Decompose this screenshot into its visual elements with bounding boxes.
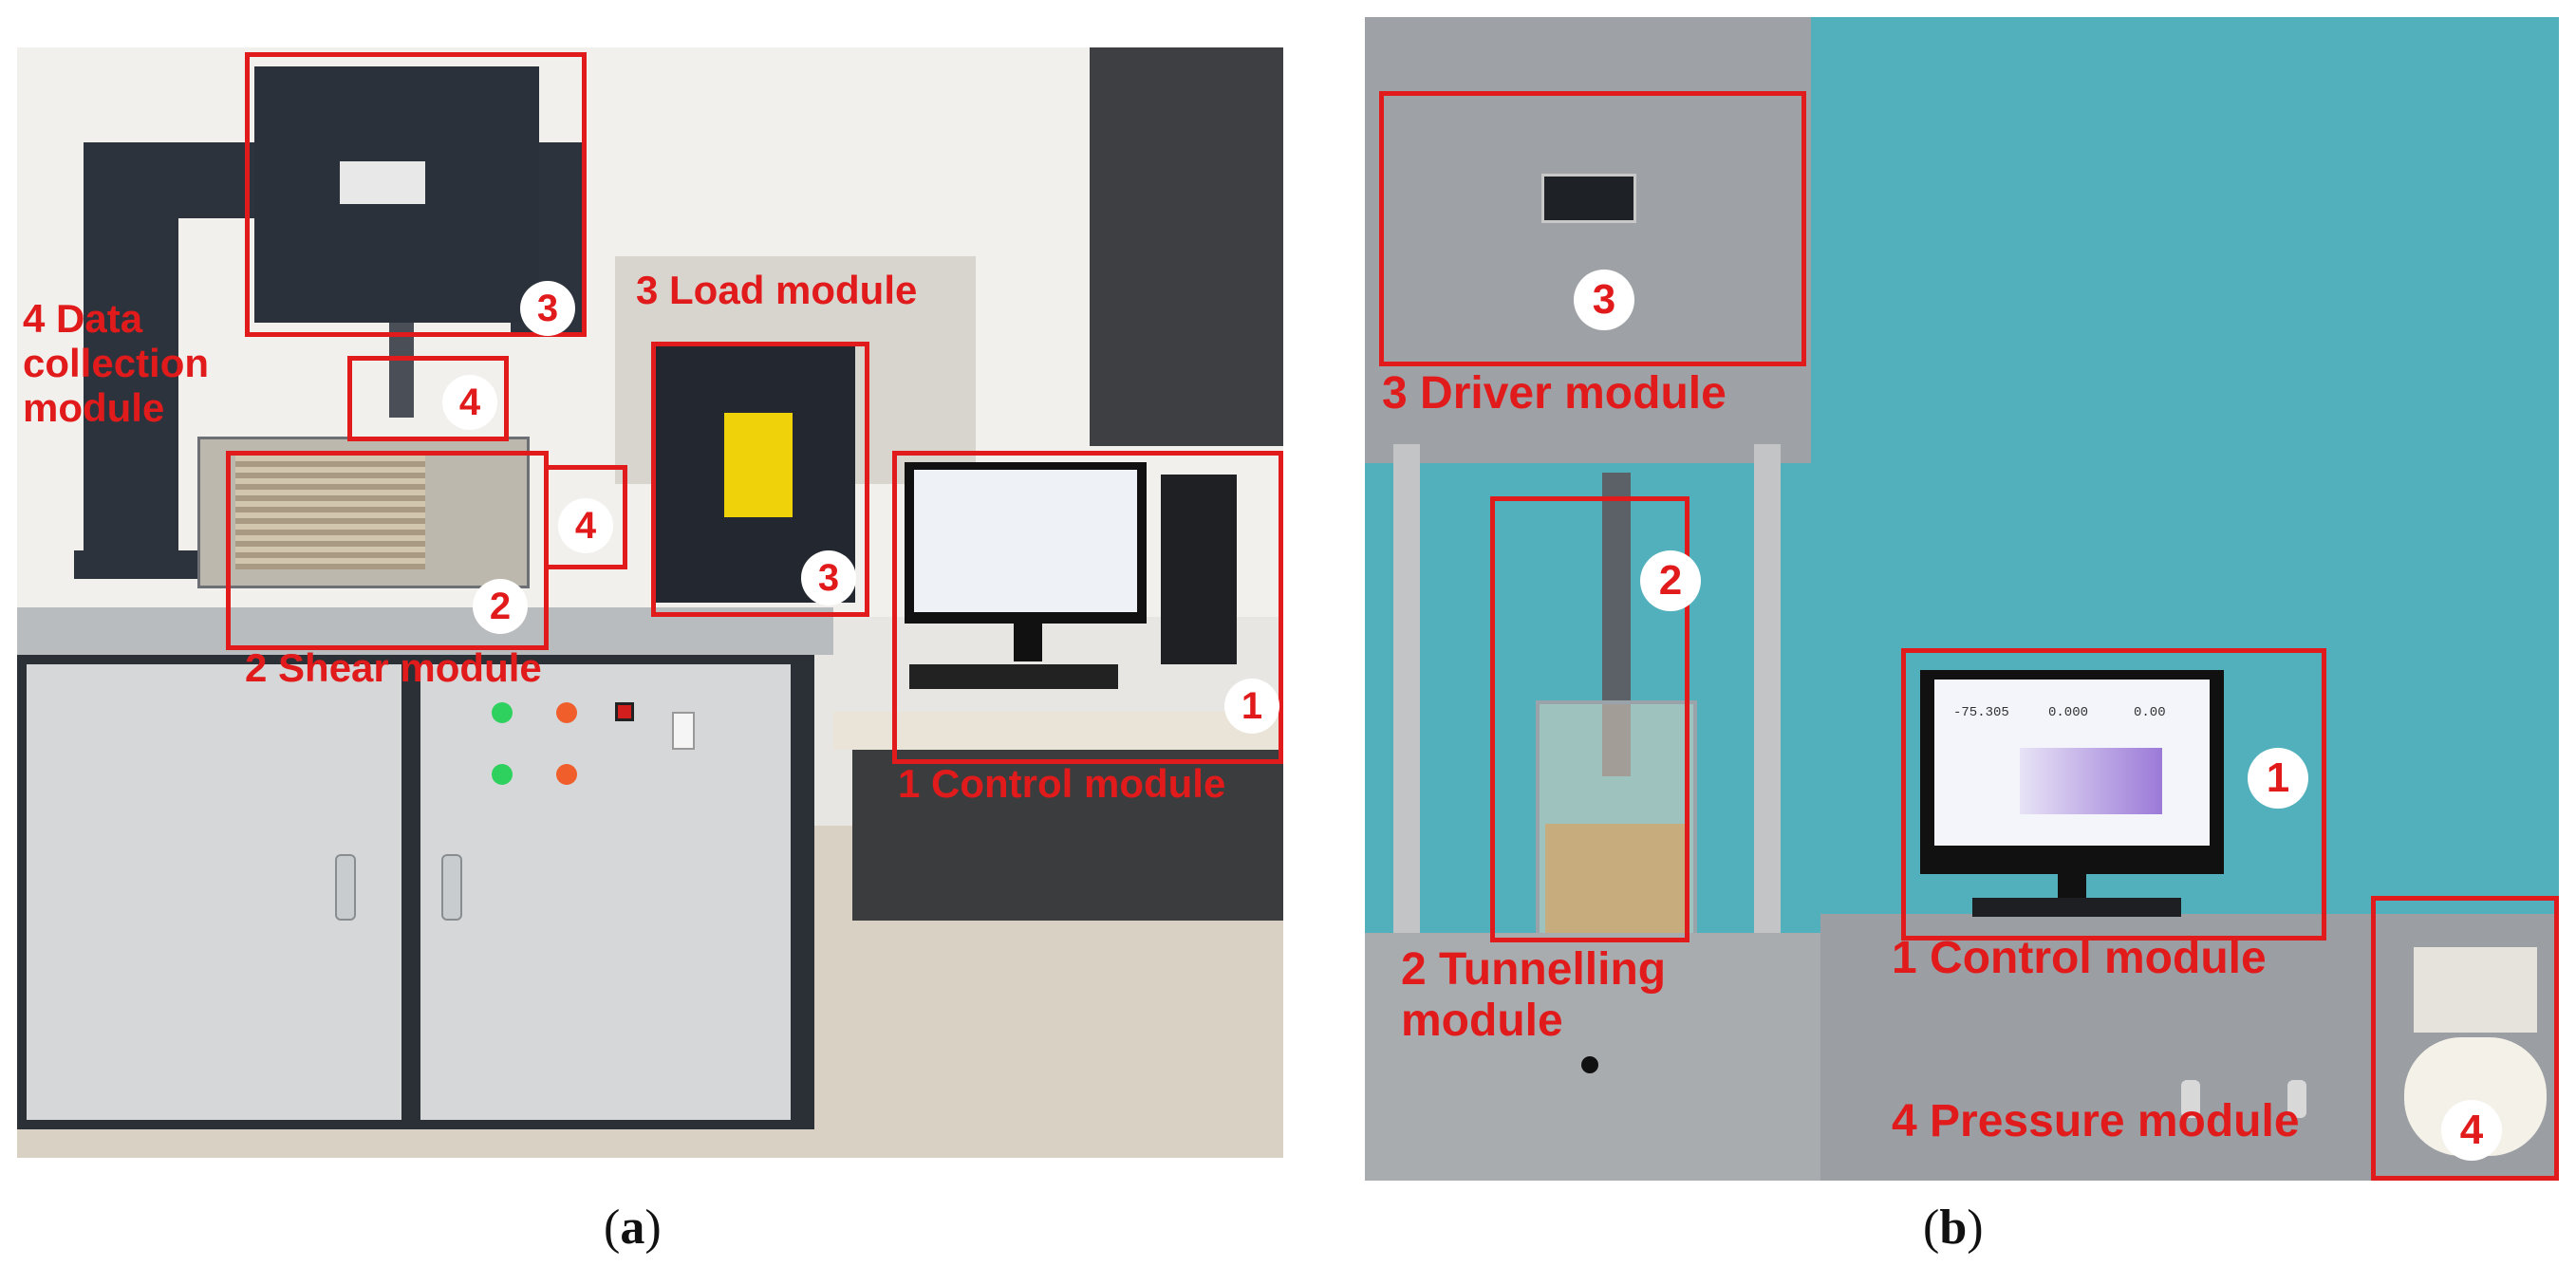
breaker (672, 712, 695, 750)
driver-nameplate (1541, 174, 1636, 223)
label-load-module: 3 Load module (636, 268, 918, 312)
screen-readout: 0.000 (2048, 705, 2089, 720)
label-control-module: 1 Control module (898, 761, 1226, 806)
frame-column-right (1754, 444, 1781, 938)
door-handle (441, 854, 462, 921)
screen-readout: 0.00 (2134, 705, 2166, 720)
marker-1: 1 (1224, 679, 1279, 734)
desk-top (833, 712, 1283, 750)
caption-b: (b) (1923, 1201, 1984, 1255)
redbox-load-unit-top (245, 52, 587, 337)
cabinet-handle (2287, 1080, 2306, 1118)
redbox-tunnelling (1490, 496, 1689, 942)
frame-column-left (1393, 444, 1420, 938)
piston (389, 323, 414, 418)
pc-tower (1161, 475, 1237, 664)
marker-4: 4 (558, 498, 613, 553)
monitor-stand (1014, 624, 1042, 661)
desk-body (852, 750, 1283, 921)
redbox-driver (1379, 91, 1806, 366)
keyboard (1972, 898, 2181, 917)
redbox-sensor-top (347, 356, 509, 441)
door-handle (335, 854, 356, 921)
label-control-module: 1 Control module (1892, 933, 2267, 983)
redbox-sensor-side (544, 465, 627, 569)
redbox-control (1901, 648, 2326, 940)
caution-sign (724, 413, 793, 517)
label-data-collection-module: 4 Data collection module (23, 296, 210, 431)
label-tunnelling-module: 2 Tunnelling module (1401, 944, 1667, 1046)
compressor-motor (2414, 947, 2537, 1033)
green-indicator-light (492, 764, 513, 785)
screen-readout: -75.305 (1953, 705, 2009, 720)
marker-3: 3 (1574, 270, 1634, 330)
caption-a: (a) (604, 1201, 662, 1255)
switch (615, 702, 634, 721)
marker-1: 1 (2248, 748, 2308, 809)
screen-plot (2020, 748, 2162, 814)
marker-4: 4 (2441, 1100, 2502, 1161)
monitor-screen (914, 470, 1137, 612)
red-indicator-light (556, 764, 577, 785)
cabinet-door-right (420, 664, 791, 1120)
cabinet-handle (2181, 1080, 2200, 1118)
marker-3: 3 (520, 281, 575, 336)
base-hole (1581, 1056, 1598, 1073)
redbox-control (892, 451, 1283, 764)
panel-a-photo: 3 4 4 3 2 1 4 Data collection module 3 L… (17, 47, 1283, 1158)
marker-2: 2 (1640, 550, 1701, 611)
keyboard (909, 664, 1118, 689)
panel-b-photo: -75.305 0.000 0.00 3 2 1 4 3 Driver modu… (1365, 17, 2559, 1181)
marker-4: 4 (442, 375, 497, 430)
redbox-load-module (651, 342, 869, 617)
label-pressure-module: 4 Pressure module (1892, 1096, 2300, 1146)
marker-2: 2 (473, 579, 528, 634)
label-shear-module: 2 Shear module (245, 645, 542, 690)
green-indicator-light (492, 702, 513, 723)
right-wall-door (1090, 47, 1283, 446)
marker-3: 3 (801, 550, 856, 605)
sand-sample (1545, 824, 1688, 933)
label-driver-module: 3 Driver module (1382, 368, 1727, 419)
redbox-pressure (2371, 896, 2559, 1181)
red-indicator-light (556, 702, 577, 723)
shear-box-grid (235, 456, 425, 569)
nameplate (340, 161, 425, 204)
